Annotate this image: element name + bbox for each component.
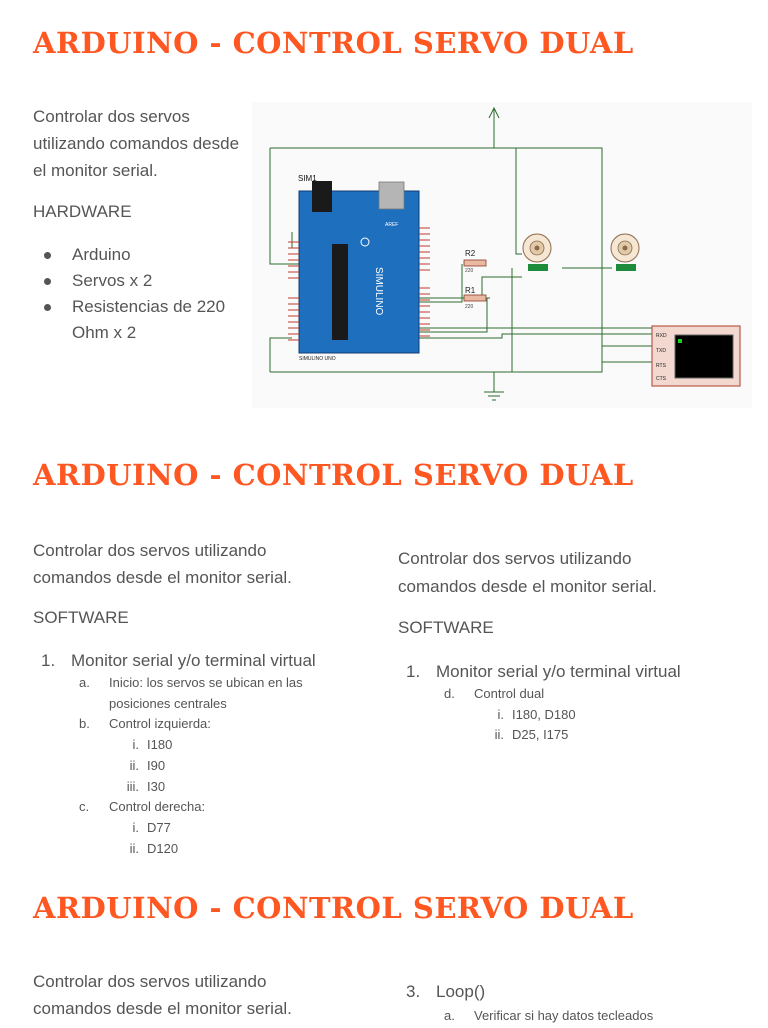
list-item-text: Verificar si hay datos tecleados bbox=[474, 1008, 654, 1023]
list-marker: 1. bbox=[41, 651, 56, 670]
terminal-pin-rxd: RXD bbox=[656, 333, 667, 339]
list-item: i. I180 bbox=[33, 735, 363, 756]
hardware-list: Arduino Servos x 2 Resistencias de 220 O… bbox=[34, 242, 249, 346]
list-item-text: Inicio: los servos se ubican en las bbox=[109, 675, 303, 690]
slide2-right-description: Controlar dos servos utilizando comandos… bbox=[398, 549, 657, 596]
list-item-text: Control derecha: bbox=[109, 799, 206, 815]
list-item-text: I180 bbox=[147, 737, 173, 753]
slide1-hardware-heading: HARDWARE bbox=[33, 202, 132, 221]
list-item: b. Control izquierda: bbox=[33, 714, 363, 735]
list-item-text: D77 bbox=[147, 819, 171, 835]
slide3-description: Controlar dos servos utilizando comandos… bbox=[33, 972, 292, 1018]
list-marker: a. bbox=[444, 1008, 455, 1023]
list-item-text: Loop() bbox=[436, 982, 486, 1001]
list-marker: b. bbox=[79, 716, 90, 732]
terminal-pin-txd: TXD bbox=[656, 348, 666, 354]
board-brand: SIMULINO bbox=[373, 267, 384, 316]
slide3-list: 3. Loop() a. Verificar si hay datos teclea… bbox=[398, 980, 738, 1028]
hardware-item-arduino: Arduino bbox=[34, 242, 249, 268]
terminal-pin-cts: CTS bbox=[656, 376, 667, 382]
list-item: 1. Monitor serial y/o terminal virtual bbox=[398, 660, 738, 684]
r2-resistor bbox=[463, 259, 487, 267]
arduino-board: SIM1 SIMULINO AREF SIMULINO UNO bbox=[298, 174, 420, 362]
list-item: c. Control derecha: bbox=[33, 797, 363, 818]
list-marker: ii. bbox=[494, 727, 504, 743]
r1-label: R1 bbox=[465, 286, 476, 295]
list-marker: i. bbox=[132, 737, 140, 753]
board-caption: SIMULINO UNO bbox=[299, 356, 336, 362]
list-item: 1. Monitor serial y/o terminal virtual bbox=[33, 649, 363, 673]
list-marker: c. bbox=[79, 799, 90, 815]
list-marker: 1. bbox=[406, 662, 421, 681]
r1-value: 220 bbox=[465, 304, 474, 310]
slide2-left-description: Controlar dos servos utilizando comandos… bbox=[33, 541, 292, 587]
list-marker: d. bbox=[444, 686, 455, 701]
list-item: a. Verificar si hay datos tecleados bbox=[398, 1004, 738, 1028]
list-marker: i. bbox=[132, 819, 140, 835]
r1-resistor bbox=[463, 294, 487, 302]
slide2-left-list: 1. Monitor serial y/o terminal virtual a.… bbox=[33, 649, 363, 859]
list-marker: iii. bbox=[126, 778, 139, 794]
slide2-left-software-heading: SOFTWARE bbox=[33, 608, 129, 627]
list-item: i. I180, D180 bbox=[398, 705, 738, 726]
slide2-title: ARDUINO - CONTROL SERVO DUAL bbox=[33, 458, 634, 492]
r2-label: R2 bbox=[465, 249, 476, 258]
virtual-terminal: RXD TXD RTS CTS bbox=[651, 325, 741, 387]
list-item: posiciones centrales bbox=[33, 694, 363, 715]
list-marker: ii. bbox=[129, 840, 139, 856]
list-item-text: posiciones centrales bbox=[109, 695, 227, 711]
aref-label: AREF bbox=[385, 222, 398, 228]
list-item: 3. Loop() bbox=[398, 980, 738, 1004]
hardware-item-resistors: Resistencias de 220 Ohm x 2 bbox=[34, 294, 249, 346]
list-item: ii. I90 bbox=[33, 756, 363, 777]
list-item-text: Monitor serial y/o terminal virtual bbox=[436, 662, 681, 681]
list-item: d. Control dual bbox=[398, 684, 738, 705]
sim1-label: SIM1 bbox=[298, 174, 317, 183]
list-item: ii. D120 bbox=[33, 839, 363, 860]
list-item: ii. D25, I175 bbox=[398, 725, 738, 746]
list-item-text: Control dual bbox=[474, 686, 545, 701]
servo-icon bbox=[522, 233, 552, 271]
list-item: i. D77 bbox=[33, 818, 363, 839]
slide1-description: Controlar dos servos utilizando comandos… bbox=[33, 107, 240, 180]
slide1-title: ARDUINO - CONTROL SERVO DUAL bbox=[33, 26, 634, 60]
list-marker: a. bbox=[79, 675, 90, 690]
list-marker: i. bbox=[497, 706, 505, 722]
list-item-text: I180, D180 bbox=[512, 706, 576, 722]
list-marker: 3. bbox=[406, 982, 421, 1001]
list-item-text: I30 bbox=[147, 778, 166, 794]
terminal-pin-rts: RTS bbox=[656, 363, 667, 369]
r2-value: 220 bbox=[465, 268, 474, 274]
list-item-text: D25, I175 bbox=[512, 727, 569, 743]
slide3-title: ARDUINO - CONTROL SERVO DUAL bbox=[33, 891, 634, 925]
list-item-text: Monitor serial y/o terminal virtual bbox=[71, 651, 316, 670]
list-item-text: Control izquierda: bbox=[109, 716, 211, 732]
servo-icon bbox=[610, 233, 640, 271]
slide2-right-software-heading: SOFTWARE bbox=[398, 618, 494, 637]
list-item-text: I90 bbox=[147, 757, 166, 773]
slide2-right-list: 1. Monitor serial y/o terminal virtual d.… bbox=[398, 660, 738, 746]
circuit-schematic: R2 220 R1 220 SIM1 SIMULINO AREF SIMULIN… bbox=[252, 102, 752, 408]
hardware-item-servos: Servos x 2 bbox=[34, 268, 249, 294]
list-item-text: D120 bbox=[147, 840, 179, 856]
list-marker: ii. bbox=[129, 757, 139, 773]
list-item: a. Inicio: los servos se ubican en las bbox=[33, 673, 363, 694]
list-item: iii. I30 bbox=[33, 777, 363, 798]
